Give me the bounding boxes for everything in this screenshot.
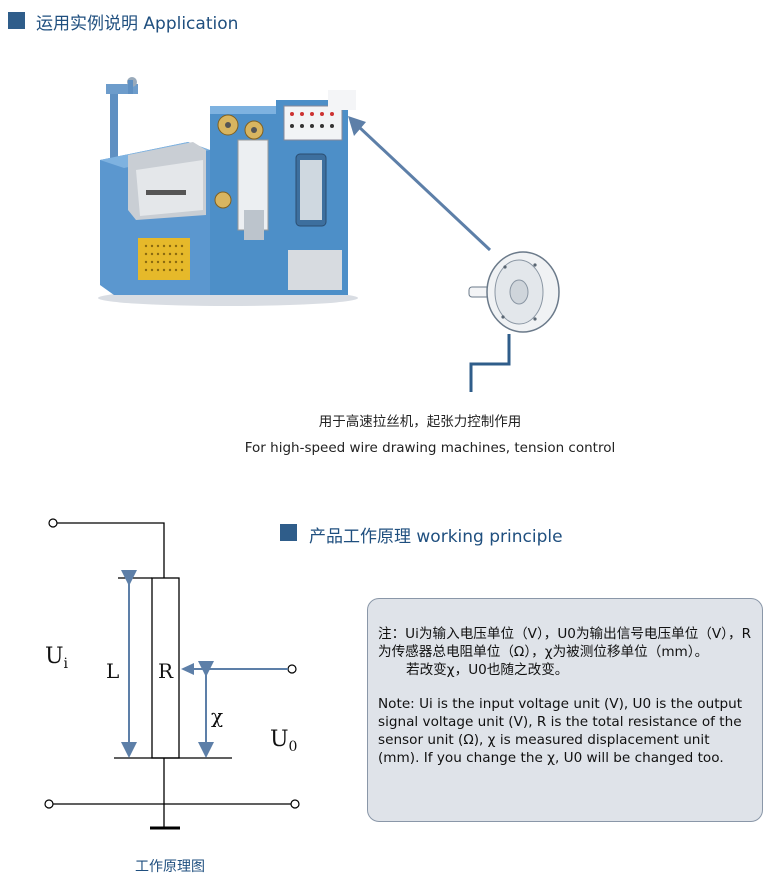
tension-sensor-image [468,251,560,333]
note-chinese-line1: 注：Ui为输入电压单位（V），U0为输出信号电压单位（V），R为传感器总电阻单位… [378,626,752,660]
section-title-working-principle: 产品工作原理 working principle [309,527,563,547]
label-R: R [158,659,174,683]
note-chinese-line2: 若改变χ，U0也随之改变。 [406,662,569,678]
caption-chinese: 用于高速拉丝机，起张力控制作用 [318,414,522,430]
section-marker-icon [8,12,25,29]
leader-line [469,334,511,392]
label-chi: χ [211,704,223,728]
label-u0: U0 [270,727,297,755]
diagram-caption: 工作原理图 [135,859,205,875]
terminal-bottom-right [290,799,300,809]
note-english: Note: Ui is the input voltage unit (V), … [378,696,743,766]
caption-english: For high-speed wire drawing machines, te… [244,440,616,456]
terminal-wiper [287,664,297,674]
label-ui: Ui [45,644,69,672]
resistor [151,577,180,759]
wire-drawing-machine-image [98,77,358,306]
note-chinese: 注：Ui为输入电压单位（V），U0为输出信号电压单位（V），R为传感器总电阻单位… [378,625,752,679]
note-box: 注：Ui为输入电压单位（V），U0为输出信号电压单位（V），R为传感器总电阻单位… [367,598,763,822]
label-L: L [106,659,119,683]
section-title-application: 运用实例说明 Application [36,14,239,34]
terminal-bottom-left [44,799,54,809]
pointer-arrow [348,116,492,252]
working-principle-diagram: Ui L R χ U0 [44,518,300,830]
terminal-top-left [48,518,58,528]
section-marker-icon [280,524,297,541]
